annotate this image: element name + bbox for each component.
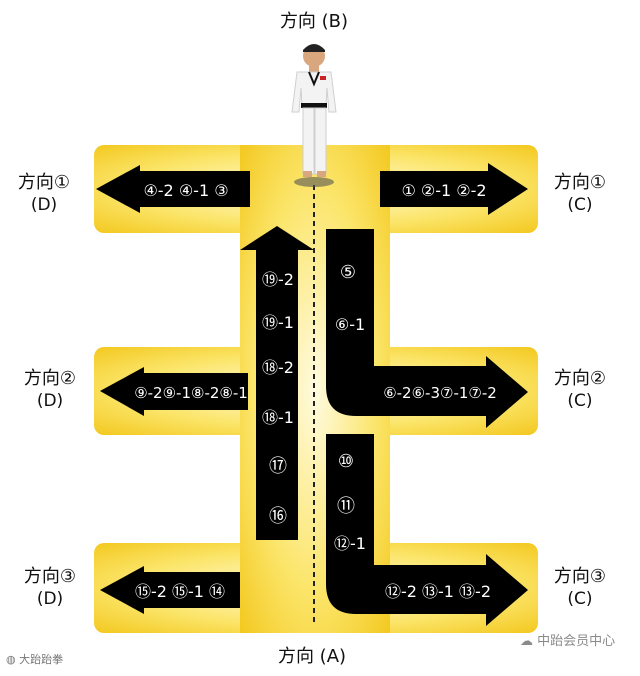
label-down-upper-1: ⑤ <box>340 262 356 283</box>
direction-b-label: 方向 (B) <box>264 11 364 33</box>
direction-left-1: 方向① (D) <box>4 172 84 216</box>
weibo-icon: ◍ <box>6 653 19 666</box>
direction-left-3-title: 方向③ <box>24 566 76 587</box>
label-row2-right: ⑥-2⑥-3⑦-1⑦-2 <box>383 384 497 402</box>
label-up-5: ⑰ <box>269 456 287 477</box>
wechat-icon: ☁ <box>520 634 537 649</box>
direction-right-2-title: 方向② <box>554 368 606 389</box>
watermark-right-text: 中跆会员中心 <box>537 634 615 649</box>
watermark-left-text: 大跆跆拳 <box>19 653 63 666</box>
direction-left-2-title: 方向② <box>24 368 76 389</box>
label-down-lower-1: ⑩ <box>338 451 354 472</box>
direction-right-1-sub: (C) <box>540 194 620 216</box>
label-down-lower-2: ⑪ <box>337 496 355 517</box>
watermark-left: ◍ 大跆跆拳 <box>6 651 63 667</box>
direction-right-3: 方向③ (C) <box>540 566 620 610</box>
direction-left-2-sub: (D) <box>10 390 90 412</box>
direction-right-1-title: 方向① <box>554 172 606 193</box>
label-row3-right: ⑫-2 ⑬-1 ⑬-2 <box>385 582 491 601</box>
direction-right-1: 方向① (C) <box>540 172 620 216</box>
direction-left-3-sub: (D) <box>10 588 90 610</box>
label-down-lower-3: ⑫-1 <box>334 534 366 553</box>
label-up-6: ⑯ <box>269 506 287 527</box>
direction-left-3: 方向③ (D) <box>10 566 90 610</box>
direction-right-3-title: 方向③ <box>554 566 606 587</box>
direction-left-2: 方向② (D) <box>10 368 90 412</box>
direction-right-2-sub: (C) <box>540 390 620 412</box>
label-row1-left: ④-2 ④-1 ③ <box>143 181 228 200</box>
direction-left-1-sub: (D) <box>4 194 84 216</box>
label-up-4: ⑱-1 <box>262 408 294 427</box>
direction-right-3-sub: (C) <box>540 588 620 610</box>
label-row3-left: ⑮-2 ⑮-1 ⑭ <box>135 582 225 601</box>
direction-a-label: 方向 (A) <box>262 646 362 668</box>
label-row2-left: ⑨-2⑨-1⑧-2⑧-1 <box>134 384 248 402</box>
direction-right-2: 方向② (C) <box>540 368 620 412</box>
label-row1-right: ① ②-1 ②-2 <box>401 181 486 200</box>
watermark-right: ☁ 中跆会员中心 <box>520 630 615 649</box>
label-up-1: ⑲-2 <box>262 270 294 289</box>
label-down-upper-2: ⑥-1 <box>335 315 365 334</box>
label-up-2: ⑲-1 <box>262 313 294 332</box>
label-up-3: ⑱-2 <box>262 358 294 377</box>
direction-left-1-title: 方向① <box>18 172 70 193</box>
